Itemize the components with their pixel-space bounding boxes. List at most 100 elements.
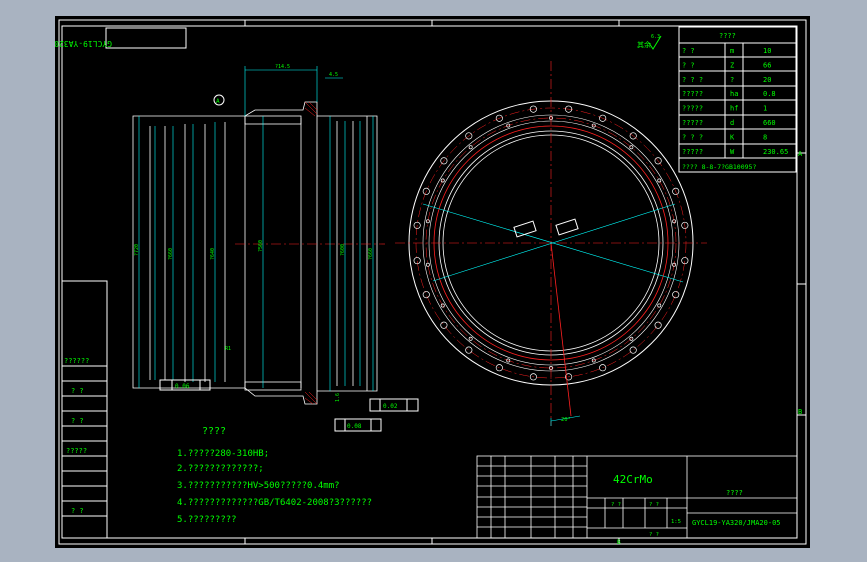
bolt-holes-inner-hole-9 bbox=[425, 219, 430, 224]
section-dim-text: ?14.5 4.5 ?720 ?660 ?640 ?560 ?600 ?660 … bbox=[134, 64, 374, 402]
title-block bbox=[476, 455, 798, 539]
param-value-0: 10 bbox=[763, 47, 771, 55]
strip-label-3: ????? bbox=[66, 447, 87, 455]
bolt-holes-outer-hole-5 bbox=[565, 373, 573, 381]
bolt-holes-outer-hole-16 bbox=[495, 114, 503, 122]
bolt-holes-inner-hole-11 bbox=[468, 145, 473, 150]
strip-label-4: ? ? bbox=[71, 507, 84, 515]
svg-text:0.06: 0.06 bbox=[175, 383, 190, 390]
sheets: ? ? bbox=[649, 532, 659, 538]
material: 42CrMo bbox=[613, 473, 653, 486]
bolt-holes-inner-hole-6 bbox=[468, 336, 473, 341]
tolerance-frame-1: 0.06 bbox=[159, 379, 211, 391]
param-name-3: ????? bbox=[682, 90, 703, 98]
bolt-holes-outer-hole-18 bbox=[565, 105, 573, 113]
bolt-holes-outer-hole-10 bbox=[422, 291, 430, 299]
zone-letter-b: B bbox=[798, 408, 802, 416]
bolt-holes-outer-hole-7 bbox=[495, 364, 503, 372]
bolt-holes-inner-hole-3 bbox=[591, 358, 596, 363]
rotated-title-box bbox=[105, 27, 187, 49]
bolt-holes-outer-hole-21 bbox=[654, 157, 662, 165]
svg-text:?660: ?660 bbox=[168, 248, 174, 260]
roughness-value: 6.3 bbox=[651, 34, 660, 40]
bolt-holes-inner-hole-5 bbox=[506, 358, 511, 363]
bolt-holes-outer-hole-3 bbox=[629, 346, 637, 354]
bolt-holes-inner-hole-12 bbox=[506, 123, 511, 128]
param-value-4: 1 bbox=[763, 105, 767, 113]
param-name-0: ? ? bbox=[682, 47, 695, 55]
strip-label-0: ?????? bbox=[64, 357, 89, 365]
strip-label-1: ? ? bbox=[71, 387, 84, 395]
param-symbol-7: W bbox=[730, 148, 735, 156]
bolt-holes-inner-hole-16 bbox=[657, 178, 662, 183]
param-name-2: ? ? ? bbox=[682, 76, 703, 84]
param-name-7: ????? bbox=[682, 148, 703, 156]
svg-text:0.02: 0.02 bbox=[383, 403, 398, 410]
svg-text:R1: R1 bbox=[225, 346, 231, 352]
svg-text:?660: ?660 bbox=[368, 248, 374, 260]
datum-a-marker bbox=[213, 94, 225, 106]
drawing-sheet: A B B GYCL19-YA320/JMA20-05 ?????? ? ? ?… bbox=[55, 16, 810, 548]
scale-label: ? ? bbox=[649, 502, 659, 508]
notes-title: ???? bbox=[202, 426, 226, 437]
param-name-5: ????? bbox=[682, 119, 703, 127]
param-symbol-5: d bbox=[730, 119, 734, 127]
param-title: ???? bbox=[719, 32, 736, 40]
svg-text:1.6: 1.6 bbox=[335, 393, 341, 402]
bolt-holes-inner-hole-10 bbox=[440, 178, 445, 183]
tolerance-frame-2: 0.02 bbox=[369, 398, 419, 412]
sheet-label: 1:5 bbox=[671, 519, 681, 525]
bolt-holes-inner-hole-0 bbox=[672, 262, 677, 267]
note-1: 1.?????280-310HB; bbox=[177, 449, 269, 459]
bolt-holes-outer-hole-11 bbox=[413, 257, 421, 265]
svg-text:?560: ?560 bbox=[258, 240, 264, 252]
param-value-6: 8 bbox=[763, 133, 767, 141]
param-symbol-4: hf bbox=[730, 105, 738, 113]
bolt-holes-outer-hole-15 bbox=[465, 132, 473, 140]
section-hatching bbox=[304, 101, 318, 405]
param-symbol-1: Z bbox=[730, 61, 734, 69]
svg-text:4.5: 4.5 bbox=[329, 72, 338, 78]
note-2: 2.?????????????; bbox=[177, 464, 264, 474]
svg-text:?14.5: ?14.5 bbox=[275, 64, 290, 70]
roughness-symbol: 其余 6.3 bbox=[637, 34, 662, 50]
roughness-note: 其余 bbox=[637, 40, 651, 49]
param-symbol-0: m bbox=[730, 47, 734, 55]
bolt-holes-inner-hole-15 bbox=[629, 145, 634, 150]
bolt-holes-inner-hole-7 bbox=[440, 303, 445, 308]
param-symbol-2: ? bbox=[730, 76, 734, 84]
bolt-holes-outer-hole-9 bbox=[440, 321, 448, 329]
drawing-number: GYCL19-YA320/JMA20-05 bbox=[692, 519, 781, 527]
bolt-holes-outer-hole-14 bbox=[440, 157, 448, 165]
bolt-holes-inner-hole-8 bbox=[425, 262, 430, 267]
param-footer: ???? 8-8-7?GB10095? bbox=[682, 163, 756, 171]
bolt-holes-outer-hole-4 bbox=[599, 364, 607, 372]
svg-text:?600: ?600 bbox=[340, 244, 346, 256]
param-name-1: ? ? bbox=[682, 61, 695, 69]
technical-notes: ???? 1.?????280-310HB; 2.?????????????; … bbox=[177, 426, 372, 525]
bolt-holes-outer-hole-13 bbox=[422, 187, 430, 195]
note-5: 5.????????? bbox=[177, 515, 237, 525]
angle-dim: 20° bbox=[561, 417, 571, 423]
cad-drawing: A B B GYCL19-YA320/JMA20-05 ?????? ? ? ?… bbox=[55, 19, 807, 546]
bolt-holes-inner-hole-2 bbox=[629, 336, 634, 341]
bolt-holes-outer-hole-8 bbox=[465, 346, 473, 354]
param-name-4: ????? bbox=[682, 105, 703, 113]
bolt-holes-outer-hole-6 bbox=[529, 373, 537, 381]
bolt-holes-outer-hole-17 bbox=[529, 105, 537, 113]
param-value-7: 230.65 bbox=[763, 148, 788, 156]
bolt-holes-outer-hole-12 bbox=[413, 221, 421, 229]
param-value-1: 66 bbox=[763, 61, 771, 69]
param-name-6: ? ? ? bbox=[682, 133, 703, 141]
bolt-holes-inner-hole-1 bbox=[657, 303, 662, 308]
param-symbol-6: K bbox=[730, 133, 735, 141]
svg-text:?640: ?640 bbox=[210, 248, 216, 260]
svg-text:0.08: 0.08 bbox=[347, 423, 362, 430]
strip-label-2: ? ? bbox=[71, 417, 84, 425]
tolerance-frame-3: 0.08 bbox=[334, 418, 382, 432]
note-4: 4.?????????????GB/T6402-2008?3?????? bbox=[177, 498, 372, 508]
section-view bbox=[132, 101, 378, 405]
rotated-drawing-number: GYCL19-YA320/JMA20-05 bbox=[55, 39, 112, 48]
bolt-holes-inner-hole-14 bbox=[591, 123, 596, 128]
